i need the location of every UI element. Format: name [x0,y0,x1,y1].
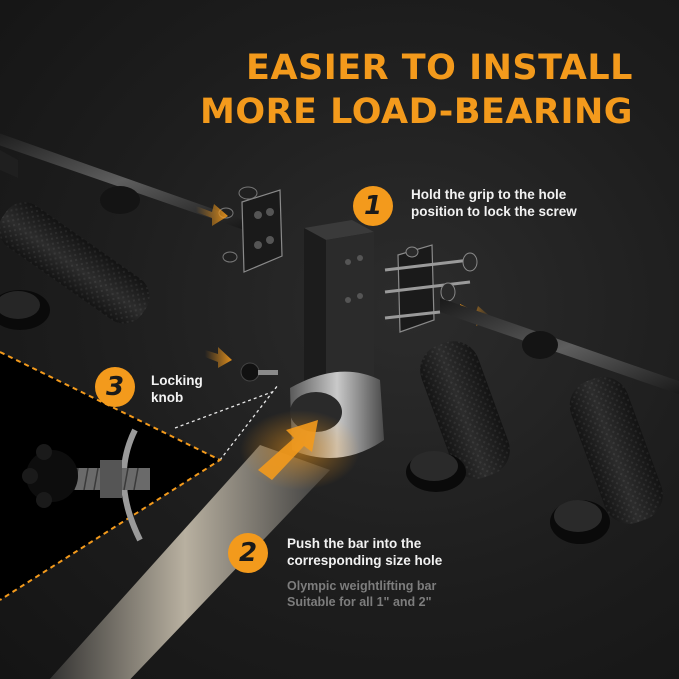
knob-zoom-detail [0,351,223,601]
arrow-icon [258,420,318,480]
step-1-line-2: position to lock the screw [411,204,577,219]
headline-line-1: EASIER TO INSTALL [246,48,633,88]
headline: EASIER TO INSTALL MORE LOAD-BEARING [200,46,633,134]
right-mount-plate [384,244,478,333]
center-post [304,220,374,400]
headline-line-2: MORE LOAD-BEARING [200,92,633,132]
step-1-line-1: Hold the grip to the hole [411,187,567,202]
step-2-badge: 2 [228,533,268,573]
callout-line [174,384,279,461]
locking-knob-icon [205,347,278,382]
step-2-text: Push the bar into the corresponding size… [287,535,442,569]
step-3-badge: 3 [95,367,135,407]
step-2-line-1: Push the bar into the [287,536,422,551]
bar-compatibility-note: Olympic weightlifting bar Suitable for a… [287,578,436,610]
arrow-icon [196,204,228,226]
step-3-text: Locking knob [151,372,203,406]
left-mount-plate [218,186,283,273]
right-handle-frame [406,298,679,544]
note-line-1: Olympic weightlifting bar [287,579,437,593]
step-1-badge: 1 [353,186,393,226]
note-line-2: Suitable for all 1" and 2" [287,595,432,609]
step-3-line-1: Locking [151,373,203,388]
step-3-line-2: knob [151,390,184,405]
step-2-line-2: corresponding size hole [287,553,443,568]
left-handle-frame [0,133,250,330]
step-1-text: Hold the grip to the hole position to lo… [411,186,577,220]
